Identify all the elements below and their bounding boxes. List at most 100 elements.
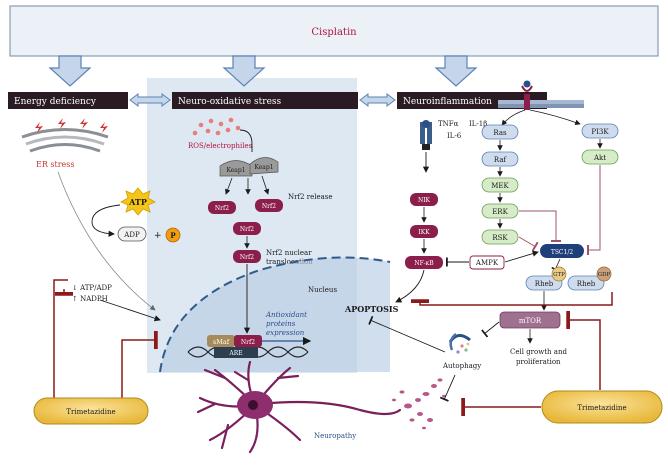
- p-label: P: [170, 231, 176, 240]
- growth-label-2: proliferation: [516, 358, 561, 366]
- trimetazidine-left-label: Trimetazidine: [66, 408, 115, 416]
- atp-label: ATP: [128, 197, 147, 207]
- keap1-b-label: Keap1: [254, 164, 273, 171]
- inflammation-header-label: Neuroinflammation: [403, 97, 492, 107]
- rheb1-label: Rheb: [535, 280, 554, 288]
- neuron-nucleus: [248, 400, 258, 410]
- energy-header-label: Energy deficiency: [14, 97, 97, 107]
- il6-label: IL-6: [447, 132, 462, 140]
- ampk-node: [469, 255, 505, 270]
- gtp-node: [551, 266, 567, 282]
- smaf-node: [207, 335, 235, 347]
- nrf2-e-label: Nrf2: [241, 339, 255, 346]
- keap1-node-a: [219, 160, 253, 177]
- mek-node: [481, 177, 519, 193]
- il1-label: IL-1β: [469, 120, 487, 128]
- ikk-label: IKK: [418, 229, 430, 236]
- akt-inhibits-tsc-line: [587, 165, 601, 255]
- antioxidant-label-2: proteins: [266, 320, 296, 328]
- receptor-to-ras-arrow: [501, 109, 526, 126]
- translocation-label-2: translocation: [266, 258, 313, 266]
- bidirectional-arrows: [129, 93, 396, 107]
- antioxidant-label-1: Antioxidant: [265, 311, 307, 319]
- rheb2-label: Rheb: [577, 280, 596, 288]
- rsk-node: [481, 229, 519, 245]
- tnf-label: TNFα: [438, 120, 459, 128]
- rsk-inhibits-tsc-line: [518, 236, 539, 252]
- antioxidant-label-3: expression: [266, 329, 305, 337]
- nrf2-b-label: Nrf2: [262, 203, 276, 210]
- growth-label-1: Cell growth and: [510, 348, 567, 356]
- nrf2-node-e: [234, 335, 262, 347]
- drug-right-inhibits-apoptosis-line: [411, 292, 613, 306]
- atp-adp-ratio-label: ↓ ATP/ADP: [72, 284, 112, 292]
- receptor-to-pi3k-arrow: [529, 109, 581, 126]
- cytokine-receptor-icon: [420, 120, 432, 150]
- nrf2-a-label: Nrf2: [215, 205, 229, 212]
- nfkb-node: [405, 256, 443, 269]
- gdp-node: [596, 266, 612, 282]
- keap1-release-arrow-c: [261, 175, 270, 195]
- erk-label: ERK: [492, 208, 508, 216]
- ampk-to-tsc-arrow: [504, 250, 539, 263]
- nrf2-node-c: [233, 222, 261, 235]
- keap1-node-b: [249, 157, 279, 175]
- lightning-icons: [35, 118, 108, 133]
- ros-dots-icon: [192, 117, 241, 136]
- akt-node: [581, 149, 619, 165]
- oxidative-header-label: Neuro-oxidative stress: [178, 97, 282, 107]
- drug-right-inhibits-mtor-line: [566, 311, 601, 390]
- ros-to-keap1-line: [239, 129, 253, 152]
- atp-cycle-arrow: [91, 204, 121, 237]
- raf-label: Raf: [494, 156, 508, 164]
- akt-label: Akt: [593, 154, 606, 162]
- ras-node: [481, 124, 519, 140]
- adp-node: [117, 226, 147, 242]
- ampk-label: AMPK: [475, 259, 499, 267]
- cisplatin-box: [9, 5, 659, 57]
- arrow-to-energy: [48, 55, 92, 87]
- translocation-label-1: Nrf2 nuclear: [266, 249, 312, 257]
- apoptosis-label: APOPTOSIS: [344, 304, 399, 314]
- arrow-to-inflammation: [434, 55, 478, 87]
- autophagy-inhibits-apoptosis-line: [368, 315, 446, 353]
- growth-receptor-icon: [498, 80, 584, 110]
- rheb-gtp-node: [525, 275, 563, 291]
- autophagosome-icon: [448, 333, 471, 354]
- er-stress-label: ER stress: [36, 160, 75, 169]
- cisplatin-arrows: [48, 55, 478, 87]
- double-arrow-right: [359, 93, 396, 107]
- neuron-icon: [196, 360, 402, 454]
- smaf-label: sMaf: [213, 338, 230, 346]
- raf-node: [481, 151, 519, 167]
- adp-label: ADP: [123, 231, 140, 239]
- nfkb-to-apoptosis-arrow: [395, 269, 425, 303]
- mtor-label: mTOR: [519, 317, 542, 325]
- nrf2-node-a: [208, 201, 236, 214]
- ras-label: Ras: [493, 129, 507, 137]
- nadph-label: ↑ NADPH: [72, 295, 108, 303]
- trimetazidine-right-label: Trimetazidine: [577, 404, 626, 412]
- nrf2-release-label: Nrf2 release: [288, 193, 333, 201]
- nrf2-node-d: [233, 250, 261, 263]
- pi3k-node: [581, 123, 619, 139]
- mtor-node: [499, 311, 561, 329]
- axon-fragments-icon: [392, 378, 446, 430]
- trimetazidine-right-node: [541, 390, 663, 424]
- ikk-node: [410, 225, 438, 238]
- trimetazidine-left-node: [33, 397, 149, 425]
- er-to-neuron-arrow: [57, 171, 156, 311]
- autophagy-label: Autophagy: [442, 362, 481, 370]
- mapk-chain: Ras Raf MEK ERK RSK: [481, 124, 519, 245]
- are-node: [214, 347, 258, 358]
- gdp-label: GDP: [598, 272, 611, 278]
- keap1-release-arrow-a: [225, 177, 233, 195]
- tsc-label: TSC1/2: [551, 249, 574, 256]
- nucleus-membrane: [159, 256, 391, 373]
- mek-label: MEK: [491, 182, 509, 190]
- gtp-label: GTP: [553, 272, 565, 278]
- oxidative-header: [172, 92, 358, 109]
- keap1-a-label: Keap1: [226, 167, 245, 174]
